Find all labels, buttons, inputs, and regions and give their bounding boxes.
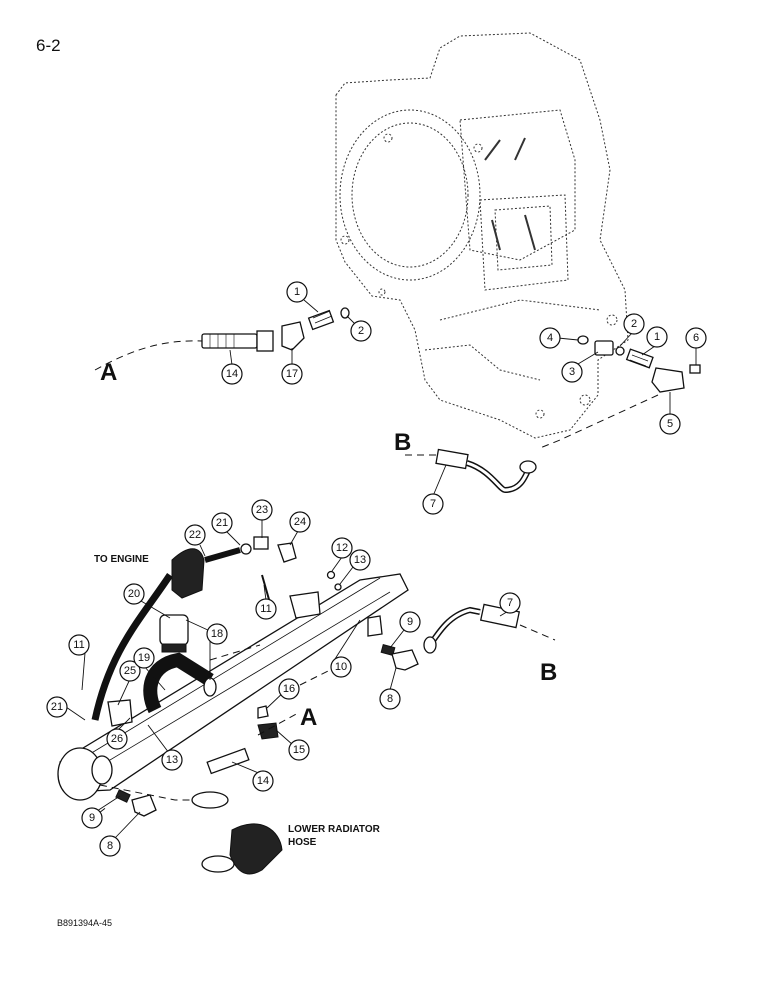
letter-b-upper: B (394, 429, 411, 456)
transmission-housing (335, 32, 629, 439)
svg-text:26: 26 (111, 733, 123, 745)
svg-text:1: 1 (294, 286, 300, 298)
callout-2-upper-right: 2 (623, 313, 645, 335)
callout-9-right: 9 (399, 611, 421, 633)
callout-23: 23 (251, 499, 273, 521)
callout-11-lower: 11 (68, 634, 90, 656)
callout-2-upper-left: 2 (350, 320, 372, 342)
svg-text:9: 9 (89, 812, 95, 824)
to-engine-label: TO ENGINE (94, 554, 149, 565)
callout-10: 10 (330, 656, 352, 678)
svg-text:5: 5 (667, 418, 673, 430)
svg-text:18: 18 (211, 628, 223, 640)
callout-4: 4 (539, 327, 561, 349)
callout-8-left: 8 (99, 835, 121, 857)
svg-text:13: 13 (354, 554, 366, 566)
callout-25: 25 (119, 660, 141, 682)
svg-text:6: 6 (693, 332, 699, 344)
svg-text:16: 16 (283, 683, 295, 695)
svg-text:7: 7 (430, 498, 436, 510)
callout-12: 12 (331, 537, 353, 559)
lower-radiator-hose-label-line1: LOWER RADIATOR (288, 824, 381, 835)
svg-text:24: 24 (294, 516, 306, 528)
callout-22: 22 (184, 524, 206, 546)
callout-13-upper: 13 (349, 549, 371, 571)
svg-text:2: 2 (358, 325, 364, 337)
callout-19: 19 (133, 647, 155, 669)
callout-15: 15 (288, 739, 310, 761)
svg-text:25: 25 (124, 665, 136, 677)
svg-text:4: 4 (547, 332, 553, 344)
letter-a-lower: A (300, 704, 317, 731)
callout-3: 3 (561, 361, 583, 383)
oil-cooler-assembly (57, 536, 556, 875)
callout-24: 24 (289, 511, 311, 533)
callout-21-lower: 21 (46, 696, 68, 718)
svg-text:11: 11 (73, 639, 84, 651)
callout-21-upper: 21 (211, 512, 233, 534)
callout-18: 18 (206, 623, 228, 645)
upper-tube-b (405, 448, 537, 494)
svg-text:14: 14 (257, 775, 269, 787)
callout-9-left: 9 (81, 807, 103, 829)
callout-6: 6 (685, 327, 707, 349)
svg-text:14: 14 (226, 368, 238, 380)
svg-text:22: 22 (189, 529, 201, 541)
svg-text:21: 21 (216, 517, 228, 529)
letter-b-lower: B (540, 659, 557, 686)
upper-right-fittings (539, 335, 701, 449)
letter-a-upper: A (100, 359, 117, 386)
leader-lines (65, 299, 697, 839)
callout-14-lower: 14 (252, 770, 274, 792)
svg-text:15: 15 (293, 744, 305, 756)
callout-7-lower: 7 (499, 592, 521, 614)
svg-text:1: 1 (654, 331, 660, 343)
page-number: 6-2 (36, 36, 61, 55)
svg-text:11: 11 (260, 603, 271, 615)
svg-text:20: 20 (128, 588, 140, 600)
callout-26: 26 (106, 728, 128, 750)
callout-1-upper-right: 1 (646, 326, 668, 348)
svg-text:12: 12 (336, 542, 348, 554)
svg-text:8: 8 (107, 840, 113, 852)
callout-11-upper: 11 (255, 598, 277, 620)
callout-13-lower: 13 (161, 749, 183, 771)
svg-text:13: 13 (166, 754, 178, 766)
callout-17: 17 (281, 363, 303, 385)
svg-text:8: 8 (387, 693, 393, 705)
svg-text:9: 9 (407, 616, 413, 628)
callout-16: 16 (278, 678, 300, 700)
callout-8-right: 8 (379, 688, 401, 710)
svg-text:3: 3 (569, 366, 575, 378)
callout-20: 20 (123, 583, 145, 605)
callout-7-upper: 7 (422, 493, 444, 515)
callout-14-upper: 14 (221, 363, 243, 385)
upper-left-fittings (94, 307, 350, 371)
part-code: B891394A-45 (57, 918, 113, 928)
callout-1-upper-left: 1 (286, 281, 308, 303)
svg-text:21: 21 (51, 701, 63, 713)
svg-text:19: 19 (138, 652, 150, 664)
svg-text:2: 2 (631, 318, 637, 330)
svg-text:10: 10 (335, 661, 347, 673)
callout-5: 5 (659, 413, 681, 435)
svg-text:23: 23 (256, 504, 268, 516)
lower-radiator-hose-label-line2: HOSE (288, 837, 317, 848)
svg-text:17: 17 (286, 368, 298, 380)
svg-text:7: 7 (507, 597, 513, 609)
